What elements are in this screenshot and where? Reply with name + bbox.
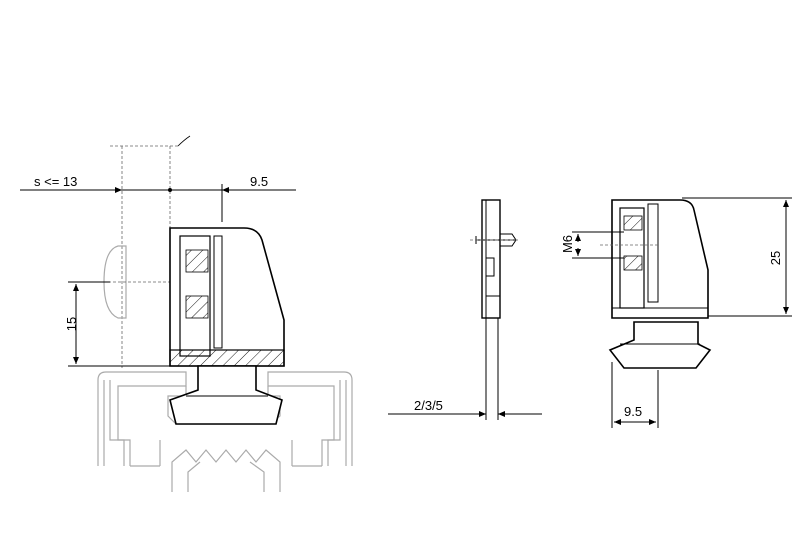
dim-offset-label: 9.5	[250, 174, 268, 189]
dim-height-25-label: 25	[768, 251, 783, 265]
dim-gap-label: s <= 13	[34, 174, 77, 189]
clamp-body	[169, 227, 285, 425]
dim-height-label: 15	[64, 317, 79, 331]
dim-thickness-label: 2/3/5	[414, 398, 443, 413]
front-view: M6 25 9.5	[560, 197, 792, 428]
dim-gap: s <= 13 9.5	[20, 174, 296, 222]
assembly-view: s <= 13 9.5 15	[20, 135, 353, 492]
side-view: 2/3/5	[388, 199, 542, 420]
dim-thread-label: M6	[560, 235, 575, 253]
aluminium-profile	[97, 371, 353, 492]
dim-width-label: 9.5	[624, 404, 642, 419]
panel-outline	[110, 135, 191, 368]
dim-height: 15	[64, 281, 172, 367]
